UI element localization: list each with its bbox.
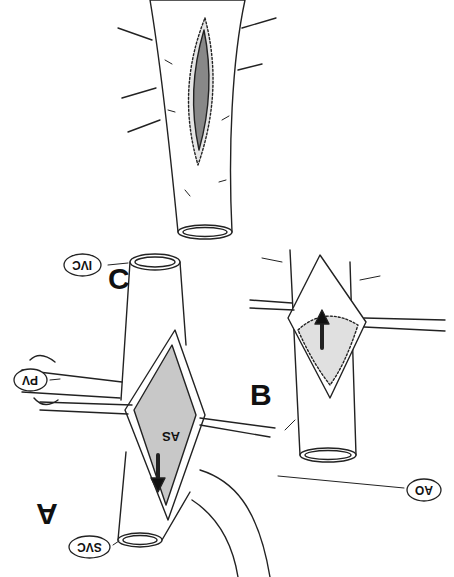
anatomy-label-ellipse: PV (13, 368, 48, 392)
panel-letter: A (36, 497, 58, 531)
anatomy-abbreviation: IVC (72, 258, 92, 272)
anatomy-label-ellipse: IVC (63, 253, 102, 277)
anatomy-abbreviation: AO (415, 483, 433, 497)
anatomy-abbreviation: SVC (77, 540, 102, 554)
panel-letter: B (250, 378, 272, 412)
anatomy-label-ellipse: AO (406, 478, 442, 502)
anatomy-abbreviation: PV (22, 373, 38, 387)
anatomy-label-ellipse: SVC (68, 535, 111, 559)
structure-label: AS (162, 429, 180, 444)
panel-letter: C (108, 262, 130, 296)
